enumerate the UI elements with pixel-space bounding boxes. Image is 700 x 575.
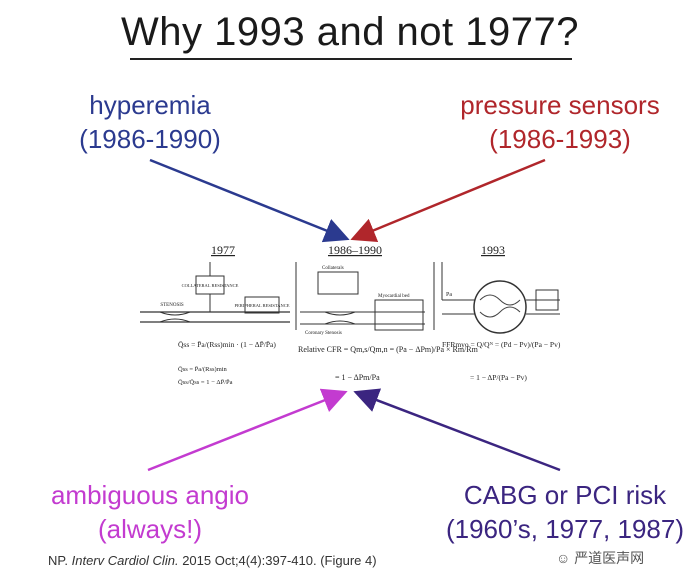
callout-pressure-label: pressure sensors bbox=[460, 90, 660, 120]
watermark-logo-icon: ☺ bbox=[556, 550, 571, 566]
label-stenosis: STENOSIS bbox=[160, 303, 184, 308]
figure-panel-1977: 1977 COLLATERAL RESISTANCE PERIPHERAL RE… bbox=[140, 243, 290, 386]
citation-details: 2015 Oct;4(4):397-410. (Figure 4) bbox=[182, 553, 377, 568]
callout-hyperemia-label: hyperemia bbox=[89, 90, 211, 120]
formula-1977-c: Q̄ss/Q̄ss = 1 − ΔP̄/P̄a bbox=[178, 379, 233, 386]
myocardium-circle bbox=[473, 280, 527, 334]
formula-1990-a: Relative CFR = Qm,s/Qm,n = (Pa − ΔPm)/Pa… bbox=[298, 345, 479, 354]
arrow-pressure-sensors bbox=[350, 158, 546, 242]
figure-panel-1993: 1993 Pa FFRmyo = Q/Qᴺ = (Pd − Pv)/(Pa − … bbox=[433, 243, 561, 382]
citation-journal: Interv Cardiol Clin. bbox=[71, 553, 179, 568]
label-collaterals: Collaterals bbox=[322, 266, 344, 271]
label-myocardial-bed: Myocardial bed bbox=[378, 294, 410, 299]
title-underline bbox=[130, 58, 572, 60]
callout-pressure-years: (1986-1993) bbox=[489, 124, 631, 154]
panel-year-1977: 1977 bbox=[211, 243, 235, 257]
callout-risk-years: (1960’s, 1977, 1987) bbox=[445, 514, 685, 544]
callout-angio-years: (always!) bbox=[97, 514, 202, 544]
slide-title: Why 1993 and not 1977? bbox=[120, 10, 579, 54]
formula-1977-b: Q̄ss = P̄a/(Rss)min bbox=[178, 366, 228, 373]
formula-1990-b: = 1 − ΔPm/Pa bbox=[335, 373, 380, 382]
citation: NP. Interv Cardiol Clin. 2015 Oct;4(4):3… bbox=[48, 553, 377, 568]
formula-1977-a: Q̄ss = P̄a/(Rss)min · (1 − ΔP̄/P̄a) bbox=[178, 340, 276, 349]
watermark-text: 严道医声网 bbox=[574, 550, 645, 566]
label-coronary-stenosis: Coronary Stenosis bbox=[305, 331, 342, 336]
label-peripheral-resistance: PERIPHERAL RESISTANCE bbox=[234, 303, 289, 308]
label-collateral-resistance: COLLATERAL RESISTANCE bbox=[182, 283, 239, 288]
formula-1993-a: FFRmyo = Q/Qᴺ = (Pd − Pv)/(Pa − Pv) bbox=[442, 340, 561, 349]
panel-year-1986-1990: 1986–1990 bbox=[328, 243, 382, 257]
callout-pressure-sensors: pressure sensors (1986-1993) bbox=[430, 88, 690, 156]
label-pa: Pa bbox=[446, 292, 452, 298]
callout-cabg-pci-risk: CABG or PCI risk (1960’s, 1977, 1987) bbox=[430, 478, 700, 546]
panel-year-1993: 1993 bbox=[481, 243, 505, 257]
citation-prefix: NP. bbox=[48, 553, 68, 568]
callout-hyperemia-years: (1986-1990) bbox=[79, 124, 221, 154]
watermark: ☺ 严道医声网 bbox=[556, 548, 644, 568]
callout-risk-label: CABG or PCI risk bbox=[463, 480, 667, 510]
formula-1993-b: = 1 − ΔP/(Pa − Pv) bbox=[470, 373, 527, 382]
figure-panel-1986-1990: 1986–1990 Collaterals Myocardial bed Cor… bbox=[295, 243, 479, 382]
arrow-cabg-pci-risk bbox=[353, 388, 561, 472]
arrow-ambiguous-angio bbox=[147, 388, 348, 472]
callout-ambiguous-angio: ambiguous angio (always!) bbox=[20, 478, 280, 546]
callout-angio-label: ambiguous angio bbox=[50, 480, 250, 510]
callout-hyperemia: hyperemia (1986-1990) bbox=[40, 88, 260, 156]
arrow-hyperemia bbox=[149, 158, 350, 243]
